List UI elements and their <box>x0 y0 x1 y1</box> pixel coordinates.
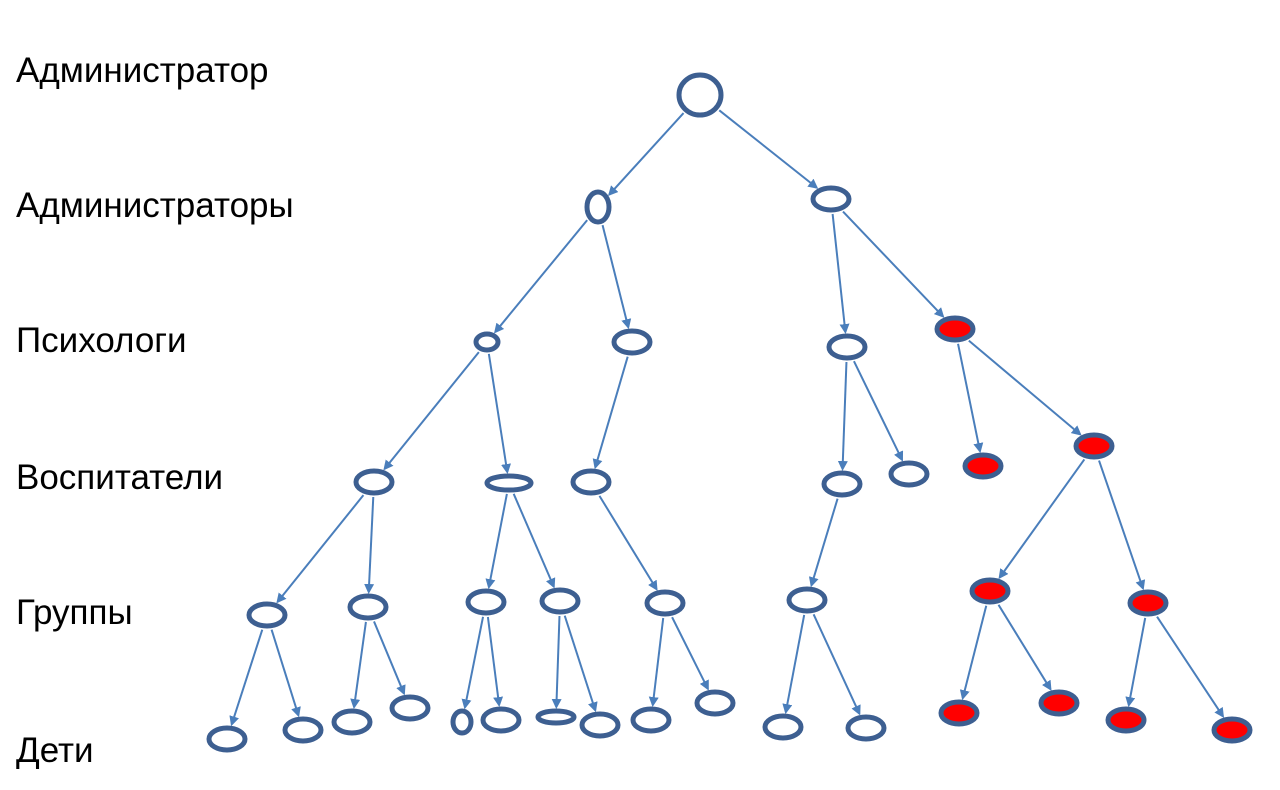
node-Дети-c4 <box>389 694 431 722</box>
node-Дети-c1 <box>206 725 248 753</box>
edge-g2-c3 <box>350 621 367 710</box>
node-Группы-g6 <box>786 586 828 614</box>
node-Администраторы-a1 <box>584 189 612 225</box>
node-Воспитатели-v7 <box>1073 432 1115 460</box>
edge-g5-c9 <box>648 617 665 708</box>
edge-g3-c6 <box>486 616 504 708</box>
node-Дети-c12 <box>845 714 887 742</box>
node-Группы-g7 <box>969 577 1011 605</box>
edge-p1-v1 <box>383 351 480 471</box>
edge-root-a2 <box>718 109 819 189</box>
level-label-psychologists: Психологи <box>16 321 187 360</box>
edge-g2-c4 <box>373 621 406 696</box>
edge-p3-v4 <box>837 361 848 472</box>
node-Дети-c6 <box>480 706 522 734</box>
edge-a1-p1 <box>493 219 588 334</box>
level-label-educators: Воспитатели <box>16 458 224 497</box>
node-Дети-c5 <box>450 708 474 736</box>
edge-g7-c13 <box>959 605 988 701</box>
level-label-children: Дети <box>16 731 94 770</box>
node-Воспитатели-v6 <box>962 452 1004 480</box>
edge-g8-c15 <box>1125 617 1147 708</box>
node-Психологи-p1 <box>473 331 501 353</box>
edge-g8-c16 <box>1156 616 1225 718</box>
edge-v7-g7 <box>998 458 1086 580</box>
edge-g6-c11 <box>782 614 806 715</box>
node-Психологи-p4 <box>934 315 976 343</box>
edge-p4-v6 <box>957 343 984 454</box>
node-Группы-g5 <box>644 589 686 617</box>
node-Дети-c3 <box>331 708 373 736</box>
node-Группы-g2 <box>347 593 389 621</box>
node-Группы-g3 <box>465 588 507 616</box>
node-Группы-g4 <box>539 587 581 615</box>
node-Воспитатели-v1 <box>353 468 395 496</box>
node-Дети-c14 <box>1038 689 1080 717</box>
node-Администраторы-a2 <box>810 185 852 213</box>
edge-v2-g4 <box>512 493 556 589</box>
edge-g5-c10 <box>671 616 709 691</box>
edge-g4-c7 <box>551 615 562 710</box>
edge-g3-c5 <box>461 616 485 710</box>
edge-v7-g8 <box>1098 460 1146 591</box>
level-label-groups: Группы <box>16 593 133 632</box>
edge-a2-p3 <box>831 213 850 335</box>
node-Дети-c2 <box>282 716 324 744</box>
node-Психологи-p3 <box>826 333 868 361</box>
edge-g4-c8 <box>563 615 598 713</box>
node-Дети-c11 <box>762 713 804 741</box>
edge-v3-g5 <box>598 495 658 591</box>
node-Воспитатели-v5 <box>888 460 930 488</box>
edge-p1-v2 <box>487 353 511 474</box>
edge-v1-g1 <box>276 494 365 604</box>
edge-g1-c1 <box>229 629 264 727</box>
node-Дети-c10 <box>694 689 736 717</box>
edge-a1-p2 <box>601 224 632 330</box>
node-Группы-g8 <box>1127 589 1169 617</box>
node-Дети-c16 <box>1211 716 1253 744</box>
node-Дети-c9 <box>630 706 672 734</box>
edge-g7-c14 <box>997 604 1052 691</box>
edge-v1-g2 <box>364 496 375 595</box>
node-Администратор-root <box>676 72 724 118</box>
level-label-administrator: Администратор <box>16 51 269 90</box>
edge-root-a1 <box>607 112 685 197</box>
node-Группы-g1 <box>246 601 288 629</box>
edge-p4-v7 <box>968 339 1082 436</box>
edge-g1-c2 <box>270 629 301 718</box>
node-Дети-c7 <box>535 708 577 726</box>
edge-v2-g3 <box>485 493 508 590</box>
edge-p2-v3 <box>592 356 629 470</box>
edge-p3-v5 <box>853 360 904 462</box>
node-Дети-c8 <box>579 711 621 739</box>
edge-a2-p4 <box>842 210 945 318</box>
level-label-administrators: Администраторы <box>16 186 294 225</box>
node-Психологи-p2 <box>611 328 653 356</box>
node-Дети-c13 <box>938 699 980 727</box>
node-Воспитатели-v3 <box>570 468 612 496</box>
node-Воспитатели-v4 <box>821 470 863 498</box>
edge-v4-g6 <box>808 498 839 588</box>
node-Дети-c15 <box>1105 706 1147 734</box>
node-Воспитатели-v2 <box>484 473 534 493</box>
edge-g6-c12 <box>812 613 861 716</box>
